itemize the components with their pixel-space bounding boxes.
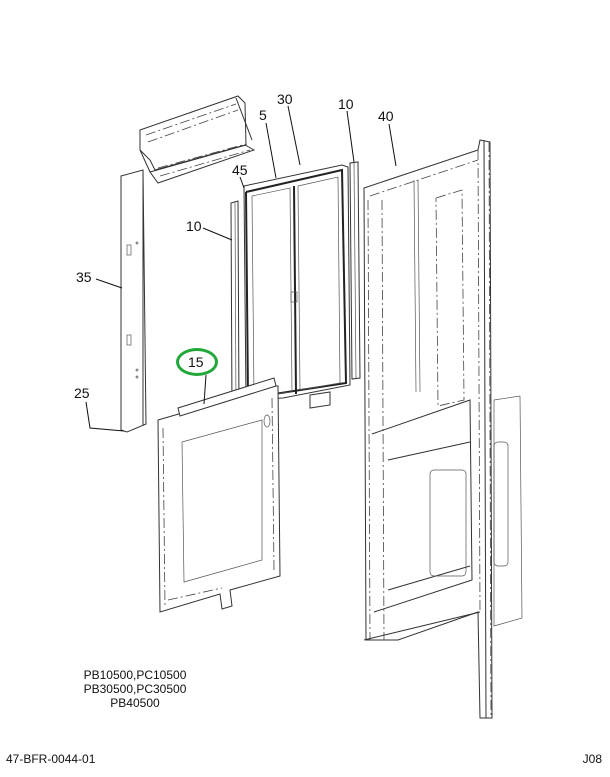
roof-channel-part <box>139 95 256 184</box>
callout-10-top[interactable]: 10 <box>338 96 354 112</box>
model-codes: PB10500,PC10500 PB30500,PC30500 PB40500 <box>60 668 210 710</box>
figure-id: 47-BFR-0044-01 <box>6 752 96 766</box>
callout-5[interactable]: 5 <box>259 107 267 123</box>
inner-panel-part-15 <box>157 377 281 613</box>
leader-lines <box>85 105 397 432</box>
model-code-line: PB10500,PC10500 <box>83 668 187 682</box>
window-frame-part-5 <box>243 164 351 409</box>
weatherstrip-part-10-left <box>230 200 240 413</box>
model-code-line: PB40500 <box>110 696 160 710</box>
seal-strip-part-10-top <box>349 161 361 380</box>
callout-15[interactable]: 15 <box>188 354 204 370</box>
pillar-part-35 <box>120 169 147 433</box>
callout-35[interactable]: 35 <box>76 269 92 285</box>
sheet-code: J08 <box>582 752 602 766</box>
highlight-ring <box>176 348 218 376</box>
callout-45[interactable]: 45 <box>232 162 248 178</box>
callout-30[interactable]: 30 <box>277 91 293 107</box>
callout-40[interactable]: 40 <box>378 108 394 124</box>
model-code-line: PB30500,PC30500 <box>83 682 187 696</box>
door-assembly-part-40 <box>363 139 523 719</box>
callout-25[interactable]: 25 <box>74 385 90 401</box>
callout-10-left[interactable]: 10 <box>186 218 202 234</box>
